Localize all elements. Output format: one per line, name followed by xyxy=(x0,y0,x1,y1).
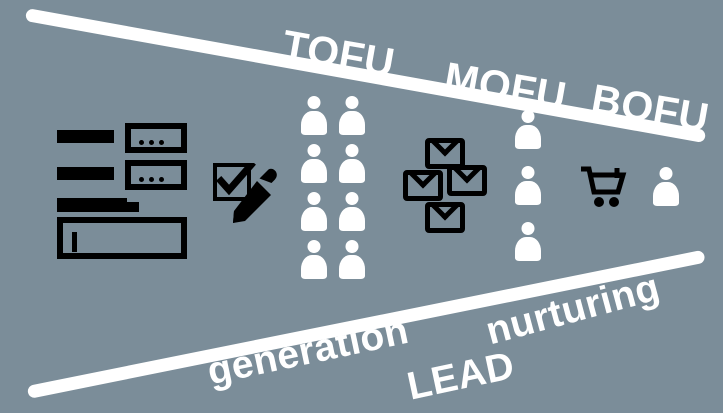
text-caret-icon xyxy=(72,232,77,252)
person-icon xyxy=(336,240,368,280)
form-input-2 xyxy=(125,160,187,190)
shopping-cart-icon xyxy=(580,165,628,209)
person-icon xyxy=(512,222,544,262)
form-textarea xyxy=(57,217,187,259)
envelope-icon xyxy=(447,165,487,196)
form-icon xyxy=(57,123,187,259)
envelope-icon xyxy=(425,202,465,233)
form-field-label-3a xyxy=(57,198,127,212)
converted-customer-icon xyxy=(650,167,682,207)
checkbox-pencil-glyph xyxy=(213,160,277,223)
form-input-1 xyxy=(125,123,187,153)
stage-label-bofu: BOFU xyxy=(588,75,713,142)
person-icon xyxy=(512,166,544,206)
process-label-lead: LEAD xyxy=(403,343,519,409)
checkbox-pencil-icon xyxy=(213,160,279,225)
process-label-generation: generation xyxy=(203,308,413,394)
person-icon xyxy=(298,192,330,232)
stage-label-mofu: MOFU xyxy=(441,53,570,120)
person-icon xyxy=(336,96,368,136)
person-icon xyxy=(298,96,330,136)
people-group-icon xyxy=(298,96,374,288)
person-icon xyxy=(298,240,330,280)
people-column-icon xyxy=(512,110,548,261)
envelope-icon xyxy=(425,138,465,169)
shopping-cart-glyph xyxy=(581,166,627,207)
form-field-label-2 xyxy=(57,167,114,180)
stage-label-tofu: TOFU xyxy=(279,21,399,87)
envelope-icon xyxy=(403,170,443,201)
email-cluster-icon xyxy=(403,138,489,248)
person-icon xyxy=(512,110,544,150)
form-field-label-3b xyxy=(125,202,139,212)
person-icon xyxy=(336,144,368,184)
person-icon xyxy=(298,144,330,184)
person-icon xyxy=(336,192,368,232)
form-field-label-1 xyxy=(57,130,114,143)
